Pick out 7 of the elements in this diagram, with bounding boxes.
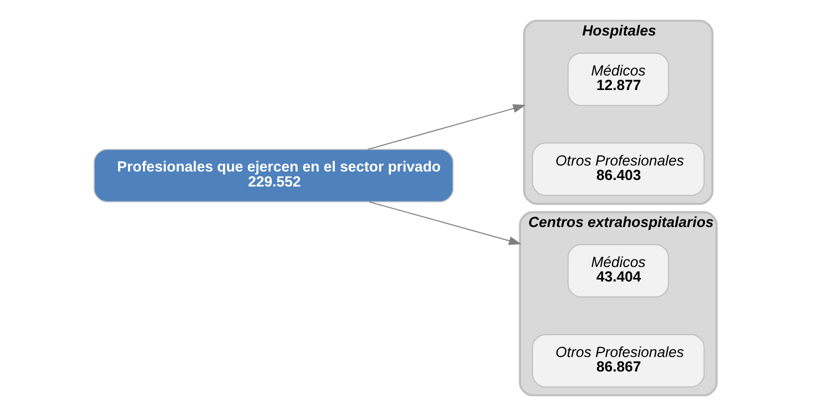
node-box: Otros Profesionales 86.403 bbox=[531, 142, 704, 196]
node-box: Otros Profesionales 86.867 bbox=[531, 334, 704, 388]
node-box: Médicos 12.877 bbox=[567, 52, 669, 106]
arrow bbox=[368, 201, 521, 246]
node-box: Médicos 43.404 bbox=[567, 244, 669, 298]
node-box: Profesionales que ejercen en el sector privado 229.552 bbox=[93, 148, 454, 202]
arrow bbox=[367, 104, 526, 150]
